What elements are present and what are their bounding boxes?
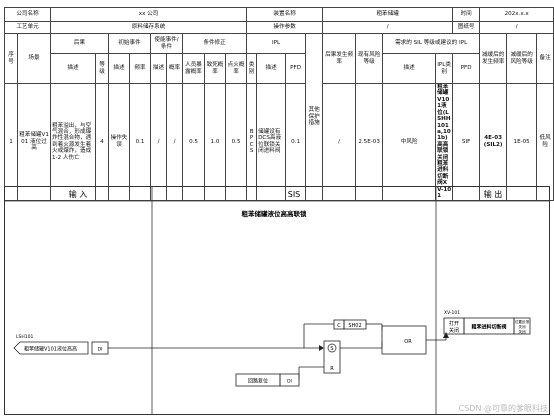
col-ipl-desc: 描述 <box>256 53 287 84</box>
col-category: 类别 <box>246 53 258 84</box>
col-enab-desc: 描述 <box>150 53 168 84</box>
drawing-value: / <box>479 21 554 34</box>
params-label: 操作参数 <box>246 21 324 34</box>
sis-title: 粗苯储罐液位高高联锁 <box>242 209 308 218</box>
row-seq: 1 <box>4 83 18 201</box>
reset-label: 回路复位 <box>248 378 268 385</box>
col-risk-level: 现有风险等级 <box>355 33 384 84</box>
unit-value: 原料储存系统 <box>50 21 248 34</box>
output-side2: 关闭 <box>518 324 526 329</box>
company-label: 公司名称 <box>3 7 52 22</box>
input-signal <box>13 341 89 355</box>
s-label: S <box>330 346 333 352</box>
col-enabling: 使能事件/条件 <box>150 33 184 54</box>
time-label: 时间 <box>452 7 481 22</box>
params-value: / <box>322 21 454 34</box>
input-header: 输 入 <box>69 189 88 199</box>
col-scenario: 场景 <box>16 33 52 84</box>
row-enab-prob: / <box>166 83 184 201</box>
input-label: 粗苯储罐V101液位高高 <box>24 346 77 353</box>
row-scenario: 粗苯储罐V101 液位过高 <box>16 83 52 201</box>
time-value: 202x.x.x <box>479 7 554 22</box>
output-side1: 位置反馈 <box>515 319 530 324</box>
col-prob: 概率 <box>166 53 184 84</box>
col-ipl-pfd: PFD <box>285 53 307 84</box>
sis-logic-diagram: 输 入 SIS 输 出 粗苯储罐液位高高联锁 LSH101 粗苯储罐V101液位… <box>4 186 550 415</box>
output-tag: XV-101 <box>444 310 460 316</box>
row-ipl-cat: BPCS <box>246 83 258 201</box>
col-ipl: IPL <box>246 33 307 54</box>
reset-code: DI <box>287 379 292 385</box>
sh-label: SH02 <box>348 323 361 329</box>
col-init-desc: 描述 <box>108 53 131 84</box>
row-sil-cat: SIF <box>452 83 481 201</box>
input-tag: LSH101 <box>16 334 33 340</box>
col-freq: 频率 <box>129 53 152 84</box>
row-init-freq: 0.1 <box>129 83 152 201</box>
col-sil-req: 需求的 SIL 等级或建议的 IPL <box>382 33 481 54</box>
sh-box <box>343 319 367 330</box>
col-remark: 备注 <box>536 33 554 84</box>
drawing-label: 图纸号 <box>452 21 481 34</box>
row-consequence: 粗苯溢出，与空气混合，形成爆炸性混合物，遇到着火源发生着火或爆炸，造成 1-2 … <box>50 83 97 201</box>
row-sil-pfd: 4E-03 (SIL2) <box>479 83 508 201</box>
col-post-freq: 后果发生频率 <box>322 33 357 84</box>
row-person-prob: 0.5 <box>182 83 206 201</box>
row-ignite-prob: 0.5 <box>225 83 248 201</box>
output-open: 打开 <box>449 320 459 327</box>
col-person: 人员暴露概率 <box>182 53 206 84</box>
device-label: 装置名称 <box>246 7 324 22</box>
row-other: / <box>322 83 357 201</box>
row-post-freq: 2.5E-03 <box>355 83 384 201</box>
r-label: R <box>330 366 334 372</box>
col-initiating: 初始事件 <box>108 33 152 54</box>
output-label: 粗苯进料切断阀 <box>471 324 506 331</box>
sr-latch <box>323 340 341 374</box>
row-grade: 4 <box>95 83 110 201</box>
or-label: OR <box>404 339 412 345</box>
col-other: 其他保护措施 <box>305 33 324 201</box>
row-ipl-pfd: 0.1 <box>285 83 307 201</box>
lopa-table: 公司名称 xx 公司 装置名称 粗苯储罐 时间 202x.x.x 工艺单元 原料… <box>3 7 554 201</box>
col-desc: 描述 <box>50 53 97 84</box>
col-grade: 等级 <box>95 53 110 84</box>
output-header: 输 出 <box>484 189 503 199</box>
watermark: CSDN @可靠的爹眼科技 <box>458 404 548 413</box>
diagram-border <box>4 186 550 415</box>
col-sil-pfd: PFD <box>452 53 481 84</box>
device-value: 粗苯储罐 <box>322 7 454 22</box>
output-side-box <box>513 317 531 335</box>
row-enab-desc: / <box>150 83 168 201</box>
col-sil-desc: 描述 <box>382 53 437 84</box>
col-effect: 致死概率 <box>204 53 227 84</box>
row-after-risk: 低风险 <box>536 83 554 201</box>
col-consequence: 后果 <box>50 33 110 54</box>
company-value: xx 公司 <box>50 7 248 22</box>
col-ignite: 点火概率 <box>225 53 248 84</box>
row-ipl-desc: 储罐设有DCS高液位联锁关闭进料阀 <box>256 83 287 201</box>
sis-header: SIS <box>288 190 301 199</box>
col-after-freq: 减缓后的发生频率 <box>479 33 508 84</box>
col-after-risk: 减缓后的风险等级 <box>506 33 538 84</box>
col-condition: 条件修正 <box>182 33 248 54</box>
col-ipl-cat: IPL类别 <box>435 53 454 84</box>
input-code: DI <box>98 347 103 353</box>
row-effect-prob: 1.0 <box>204 83 227 201</box>
output-side3: 关闭 <box>518 329 526 334</box>
output-close: 关闭 <box>449 327 459 334</box>
col-seq: 序号 <box>4 33 18 84</box>
row-sil-desc: 粗苯储罐V101液位(LSHH101a,101b)高高联锁关闭粗苯进料切断阀XV… <box>435 83 454 201</box>
reset-code-box <box>279 373 300 387</box>
row-init-desc: 操作失误 <box>108 83 131 201</box>
row-risk: 中风险 <box>382 83 437 201</box>
row-after-freq: 1E-05 <box>506 83 538 201</box>
unit-label: 工艺单元 <box>3 21 52 34</box>
c-label: C <box>337 323 341 329</box>
